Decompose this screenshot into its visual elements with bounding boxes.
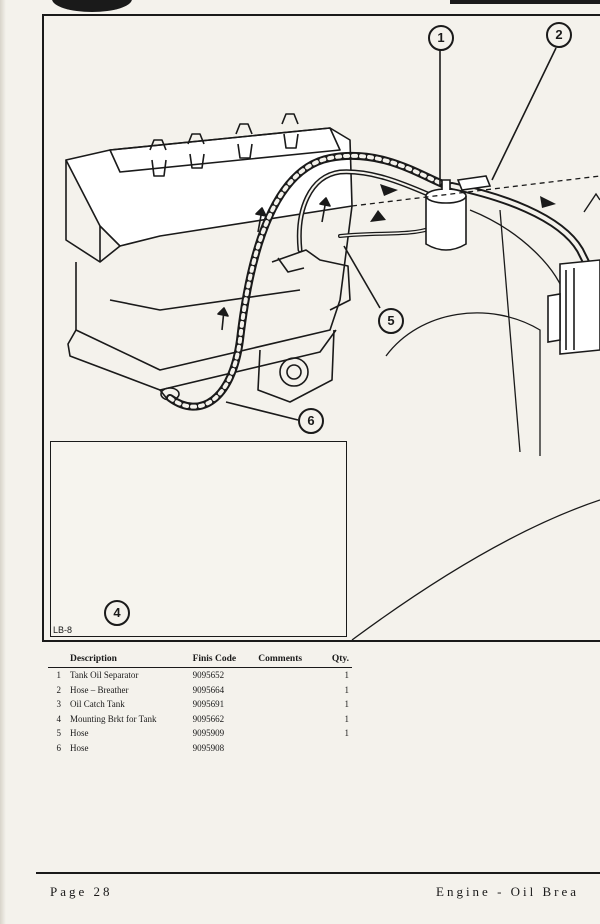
header-code: Finis Code <box>189 652 256 668</box>
part-qty: 1 <box>344 713 350 724</box>
parts-table: Description Finis Code Comments Qty. 1 T… <box>48 652 352 755</box>
parts-header-row: Description Finis Code Comments Qty. <box>48 652 352 668</box>
part-code: 9095662 <box>192 713 225 724</box>
part-description: Tank Oil Separator <box>70 670 139 680</box>
parts-list: Description Finis Code Comments Qty. 1 T… <box>48 652 352 755</box>
callout-1: 1 <box>428 25 454 51</box>
part-qty: 1 <box>344 684 350 695</box>
part-number: 3 <box>56 699 62 709</box>
table-row: 4 Mounting Brkt for Tank 9095662 1 <box>48 712 352 727</box>
table-row: 6 Hose 9095908 <box>48 741 352 756</box>
page-edge-shadow <box>0 0 6 924</box>
part-description: Mounting Brkt for Tank <box>70 713 157 724</box>
part-description: Hose – Breather <box>70 684 129 695</box>
part-qty <box>321 741 352 756</box>
manufacturer-logo <box>52 0 132 12</box>
footer-rule <box>36 872 600 874</box>
part-description: Hose <box>70 728 89 738</box>
part-comments <box>255 726 321 741</box>
diagram-frame <box>42 14 600 642</box>
part-comments <box>255 683 321 698</box>
detail-inset: LB-8 <box>50 441 347 637</box>
callout-6: 6 <box>298 408 324 434</box>
callout-2: 2 <box>546 22 572 48</box>
part-code: 9095908 <box>192 742 225 753</box>
table-row: 3 Oil Catch Tank 9095691 1 <box>48 697 352 712</box>
table-row: 5 Hose 9095909 1 <box>48 726 352 741</box>
part-description: Oil Catch Tank <box>70 699 125 709</box>
inset-label: LB-8 <box>53 625 73 635</box>
part-comments <box>255 697 321 712</box>
part-number: 1 <box>56 670 62 680</box>
part-code: 9095691 <box>192 699 225 709</box>
header-rule <box>450 0 600 4</box>
table-row: 2 Hose – Breather 9095664 1 <box>48 683 352 698</box>
callout-5: 5 <box>378 308 404 334</box>
table-row: 1 Tank Oil Separator 9095652 1 <box>48 668 352 683</box>
part-qty: 1 <box>344 670 350 680</box>
part-comments <box>255 668 321 683</box>
part-code: 9095664 <box>192 684 225 695</box>
part-comments <box>255 712 321 727</box>
part-qty: 1 <box>344 728 350 738</box>
callout-4: 4 <box>104 600 130 626</box>
header-qty: Qty. <box>321 652 352 668</box>
page-number: Page 28 <box>50 884 113 899</box>
header-description: Description <box>67 652 190 668</box>
part-number: 2 <box>56 684 62 695</box>
part-description: Hose <box>70 742 89 753</box>
part-code: 9095652 <box>192 670 225 680</box>
part-number: 5 <box>56 728 62 738</box>
part-number: 4 <box>56 713 62 724</box>
part-comments <box>255 741 321 756</box>
part-qty: 1 <box>344 699 350 709</box>
part-number: 6 <box>56 742 62 753</box>
section-title: Engine - Oil Brea <box>436 884 580 899</box>
part-code: 9095909 <box>192 728 225 738</box>
header-comments: Comments <box>255 652 322 668</box>
